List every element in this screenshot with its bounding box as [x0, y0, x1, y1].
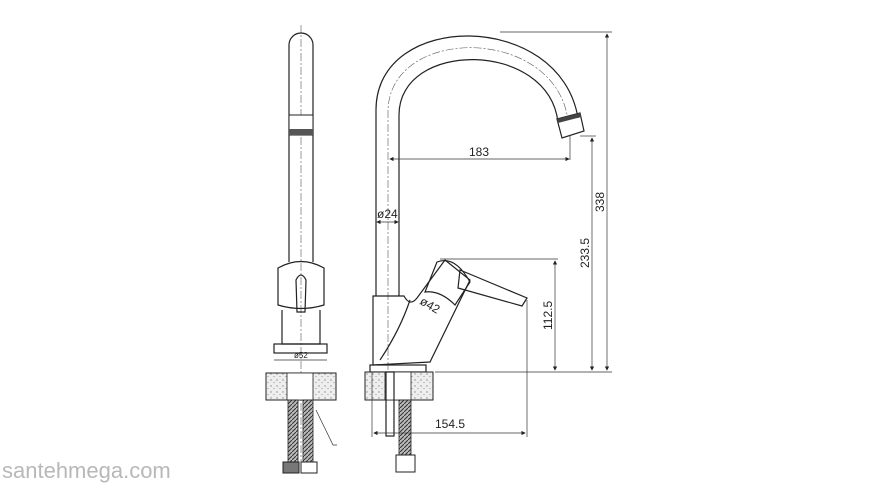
dimension-lines: 183 ø24 338 233.5 112.5 154.5	[371, 31, 612, 437]
handle-height-label: 112.5	[541, 301, 555, 330]
base-diameter-label: ø52	[294, 351, 308, 360]
spout-reach-label: 183	[469, 145, 489, 159]
handle-reach-label: 154.5	[435, 417, 465, 431]
spout-height-label: 233.5	[578, 238, 592, 268]
cartridge-diameter-label: ø42	[417, 294, 442, 317]
side-view: ø42	[364, 35, 585, 473]
total-height-label: 338	[593, 192, 607, 212]
tube-diameter-label: ø24	[377, 207, 398, 221]
watermark: santehmega.com	[2, 458, 171, 483]
front-view: ø52	[265, 25, 337, 474]
